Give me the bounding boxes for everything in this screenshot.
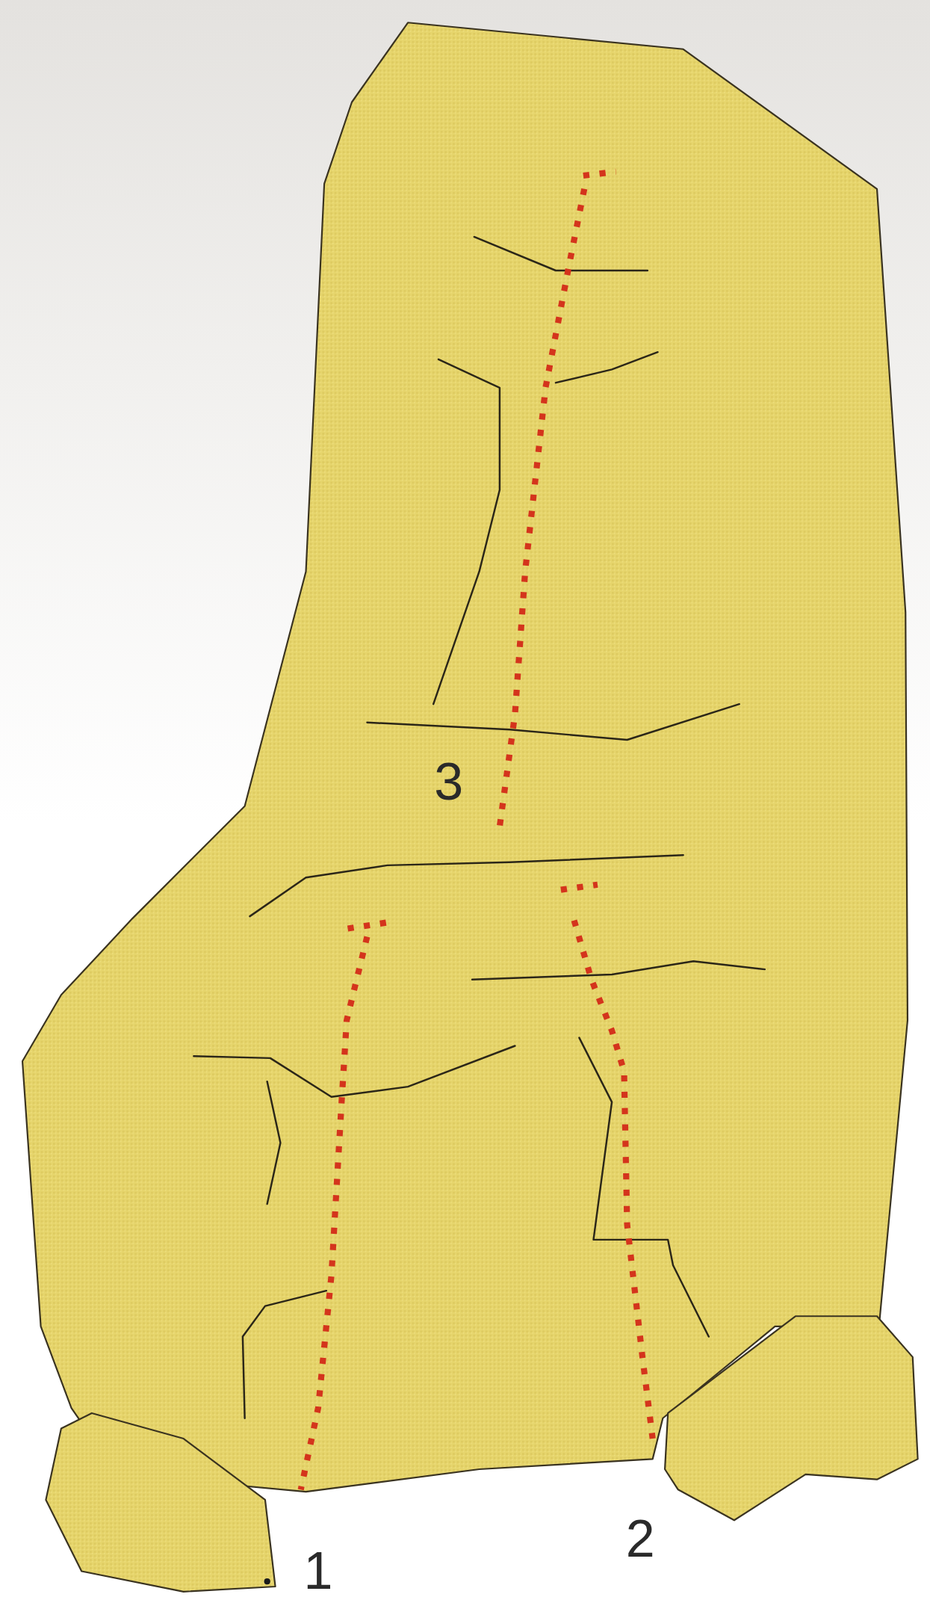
callout-number: 2 <box>625 1511 656 1565</box>
callout-number: 3 <box>434 755 464 808</box>
route-lines <box>301 171 653 1490</box>
left-boulder <box>45 1412 275 1592</box>
right-boulder <box>664 1315 919 1520</box>
callout-number: 1 <box>303 1544 333 1597</box>
cracks <box>193 236 765 1418</box>
rock-outline <box>22 22 908 1491</box>
rock-mark <box>264 1577 271 1584</box>
